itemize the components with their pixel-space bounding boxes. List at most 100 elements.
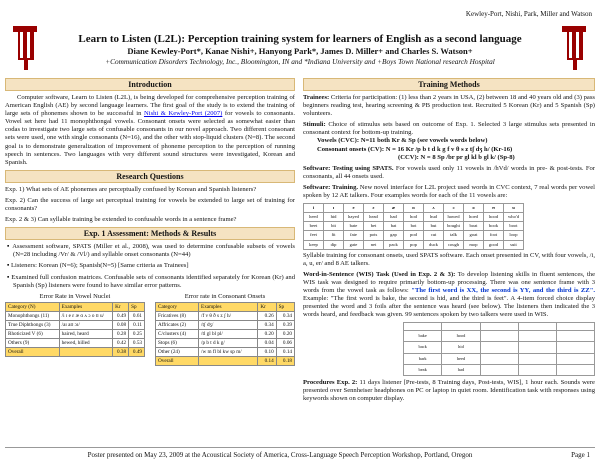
table-cell: fate — [343, 230, 364, 241]
table-cell: 0.39 — [275, 319, 296, 330]
table-cell: True Diphthongs (3) — [5, 319, 60, 330]
table-cell: Fricatives (8) — [154, 310, 200, 321]
table-cell — [479, 341, 519, 354]
table-cell: cut — [423, 230, 444, 241]
citation-link[interactable]: Nishi & Kewley-Port (2007) — [143, 110, 223, 118]
table-cell: bark — [402, 352, 443, 365]
table-cell — [402, 322, 443, 332]
table-cell: fit — [323, 230, 344, 241]
left-column: Introduction Computer software, Learn to… — [5, 78, 296, 408]
table-cell: 0.25 — [128, 328, 145, 340]
table-cell: 0.28 — [112, 328, 130, 340]
table-cell: talk — [443, 230, 464, 241]
table-cell: haired, heard — [58, 328, 114, 340]
consonant-table-title: Error rate in Consonant Onsets — [184, 292, 266, 300]
footer-text: Poster presented on May 23, 2009 at the … — [87, 451, 473, 459]
table-cell — [441, 322, 481, 332]
table-cell: C/clusters (4) — [154, 328, 200, 340]
table-cell: 0.14 — [275, 347, 296, 358]
research-question-1: Exp. 1) What sets of AE phonemes are per… — [5, 185, 257, 193]
table-cell: 0.10 — [257, 347, 277, 358]
table-cell: 0.34 — [257, 319, 277, 330]
table-cell: 0.20 — [275, 328, 296, 340]
table-cell: beak — [402, 363, 443, 376]
software-training-paragraph: Software: Training. New novel interface … — [303, 183, 595, 200]
section-heading-research-questions: Research Questions — [5, 169, 295, 183]
table-cell: pop — [403, 239, 424, 250]
section-heading-exp1: Exp. 1 Assessment: Methods & Results — [5, 227, 295, 241]
table-cell — [198, 356, 259, 367]
table-cell: ɪ — [323, 203, 344, 214]
table-cell: 0.04 — [257, 338, 277, 349]
table-header: Sp — [128, 301, 145, 312]
intro-paragraph: Computer software, Learn to Listen (L2L)… — [5, 94, 295, 166]
table-cell — [555, 363, 596, 376]
table-cell: i — [303, 203, 324, 214]
table-cell — [58, 347, 114, 358]
table-cell: /tʃ dʒ/ — [198, 319, 259, 330]
table-cell — [555, 352, 596, 365]
table-cell: 0.08 — [112, 319, 130, 330]
table-cell: 0.34 — [275, 310, 296, 321]
section-heading-training: Training Methods — [303, 78, 595, 91]
table-cell: ɛ — [363, 203, 384, 214]
table-cell: Affricates (2) — [154, 319, 200, 330]
poster-title: Learn to Listen (L2L): Perception traini… — [78, 33, 522, 45]
right-column: Training Methods Trainees: Criteria for … — [303, 78, 595, 406]
table-cell: hoed — [463, 212, 484, 223]
table-row — [402, 322, 596, 332]
table-cell: goat — [463, 230, 484, 241]
footer-divider — [5, 447, 595, 448]
table-cell: 0.26 — [257, 310, 277, 321]
table-cell: 0.49 — [128, 347, 145, 358]
table-cell: 0.06 — [275, 338, 296, 349]
table-cell: Overall — [154, 356, 200, 367]
research-question-3: Exp. 2 & 3) Can syllable training be ext… — [5, 216, 237, 224]
table-cell: Others (9) — [5, 338, 60, 349]
table-cell: had — [441, 363, 481, 376]
table-cell: /w m fl bl kw sp m/ — [198, 347, 259, 358]
table-cell — [555, 341, 596, 354]
table-cell: gate — [343, 239, 364, 250]
table-cell: ɑ — [403, 203, 424, 214]
table-cell: mop — [463, 239, 484, 250]
table-header: Examples — [198, 301, 259, 312]
table-cell: pod — [403, 230, 424, 241]
table-cell: foot — [483, 230, 504, 241]
table-cell: pack — [383, 239, 404, 250]
table-cell: ɔ — [443, 203, 464, 214]
table-cell: pots — [363, 230, 384, 241]
table-cell — [517, 352, 557, 365]
exp1-bullet-3: ▪ Examined full confusion matrices. Conf… — [7, 273, 295, 289]
table-cell: 0.11 — [128, 319, 145, 330]
table-cell: hud — [423, 212, 444, 223]
section-heading-introduction: Introduction — [5, 78, 295, 91]
table-cell — [555, 330, 596, 343]
table-cell: good — [483, 239, 504, 250]
table-cell: boot — [503, 221, 524, 232]
table-cell — [517, 341, 557, 354]
table-cell: who'd — [503, 212, 524, 223]
vowel-table-title: Error Rate in Vowel Nuclei — [39, 292, 111, 300]
exp1-bullet-1: ▪ Assessment software, SPATS (Miller et … — [7, 243, 295, 259]
table-cell: bought — [443, 221, 464, 232]
table-cell: 0.38 — [112, 347, 130, 358]
table-header: Kr — [257, 301, 277, 312]
table-cell: feet — [303, 230, 324, 241]
table-cell: suit — [503, 239, 524, 250]
table-cell: Stops (6) — [154, 338, 200, 349]
table-cell: back — [402, 341, 443, 354]
